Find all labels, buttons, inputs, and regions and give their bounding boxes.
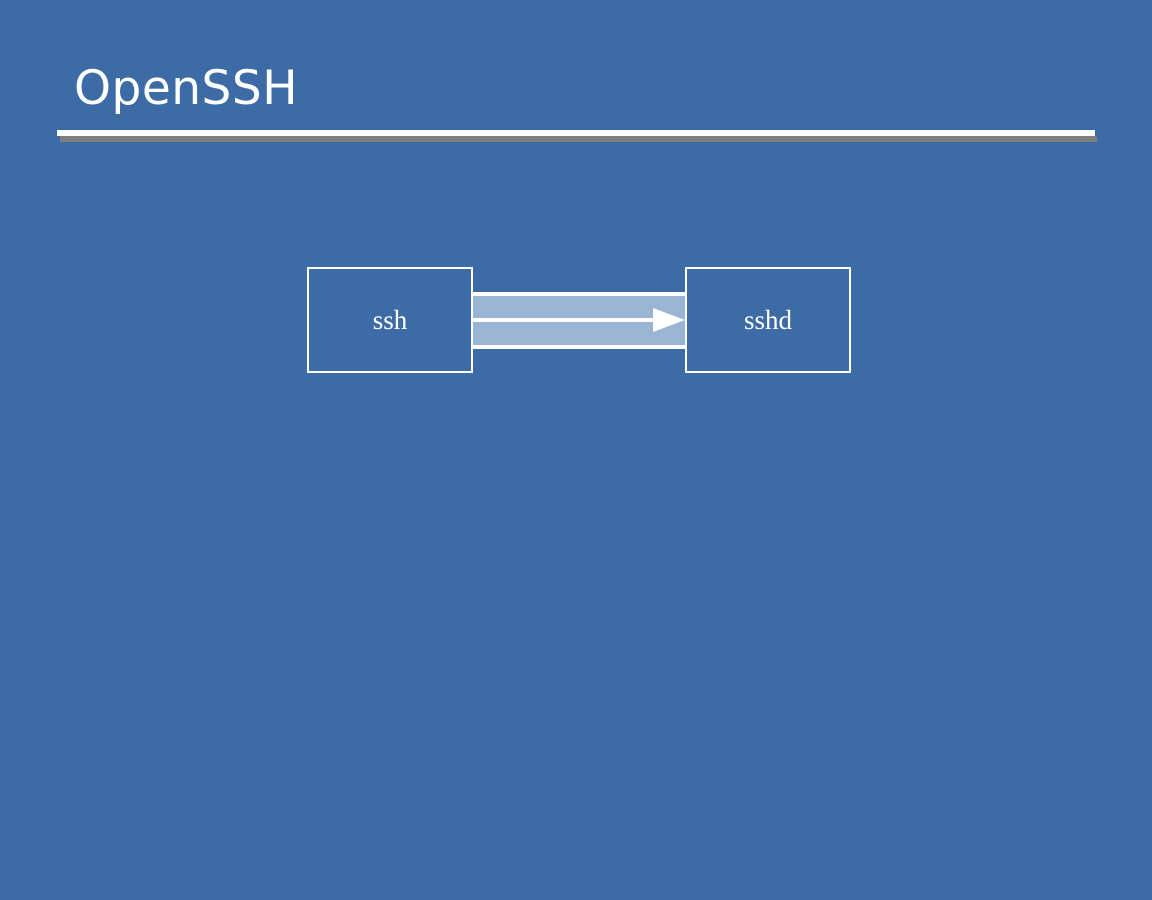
diagram-node-ssh-label: ssh xyxy=(372,304,408,335)
diagram-node-sshd[interactable]: sshd xyxy=(685,267,851,373)
page-title: OpenSSH xyxy=(74,61,299,116)
diagram-node-ssh[interactable]: ssh xyxy=(307,267,473,373)
connector-line-bottom xyxy=(473,345,685,349)
title-rule-shadow xyxy=(60,136,1097,142)
title-rule xyxy=(57,130,1095,136)
connector-line-top xyxy=(473,292,685,296)
diagram-node-sshd-label: sshd xyxy=(743,304,792,335)
connector-line-middle xyxy=(473,318,669,322)
connector-arrowhead-icon xyxy=(653,308,685,332)
